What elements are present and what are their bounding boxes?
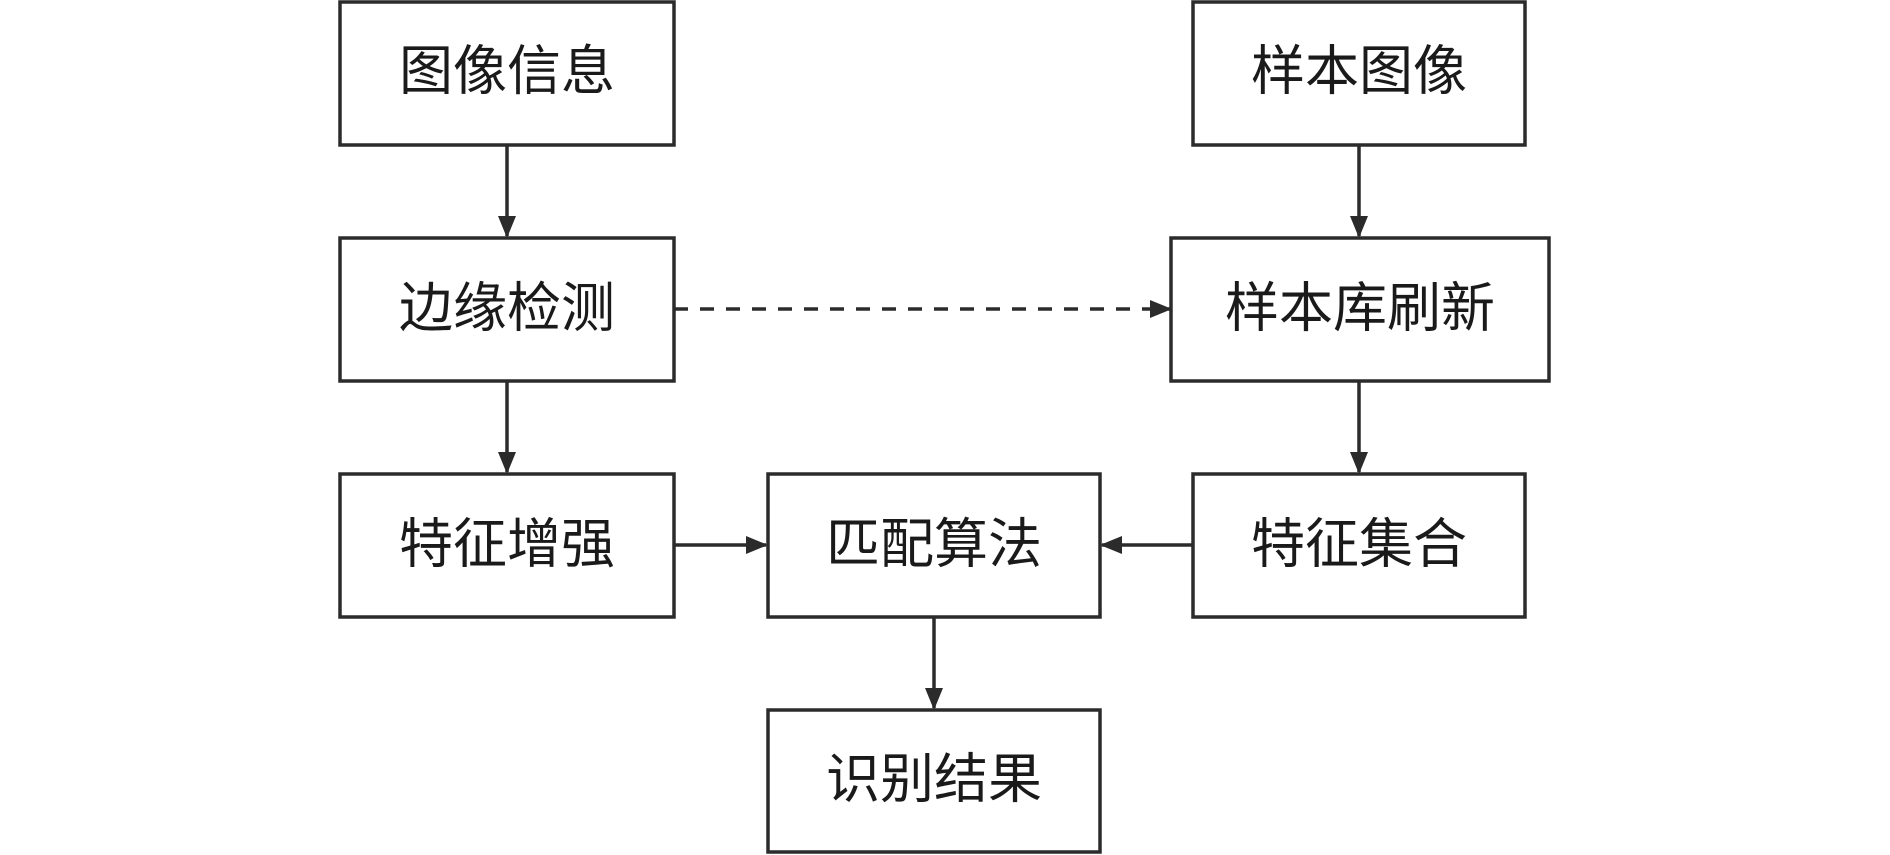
node-feature-enhance-label: 特征增强 xyxy=(399,513,615,576)
node-sample-image: 样本图像 xyxy=(1191,0,1527,147)
node-image-info-label: 图像信息 xyxy=(399,40,615,103)
node-edge-detection: 边缘检测 xyxy=(338,236,676,383)
node-feature-enhance: 特征增强 xyxy=(338,472,676,619)
node-image-info: 图像信息 xyxy=(338,0,676,147)
node-feature-set: 特征集合 xyxy=(1191,472,1527,619)
node-recognition-result-label: 识别结果 xyxy=(826,748,1042,811)
node-recognition-result: 识别结果 xyxy=(766,708,1102,854)
node-matching-algorithm-label: 匹配算法 xyxy=(826,513,1042,576)
node-sample-image-label: 样本图像 xyxy=(1251,40,1467,103)
node-feature-set-label: 特征集合 xyxy=(1251,513,1467,576)
node-edge-detection-label: 边缘检测 xyxy=(399,277,615,340)
node-matching-algorithm: 匹配算法 xyxy=(766,472,1102,619)
node-sample-lib-refresh: 样本库刷新 xyxy=(1169,236,1551,383)
node-sample-lib-refresh-label: 样本库刷新 xyxy=(1225,277,1495,340)
